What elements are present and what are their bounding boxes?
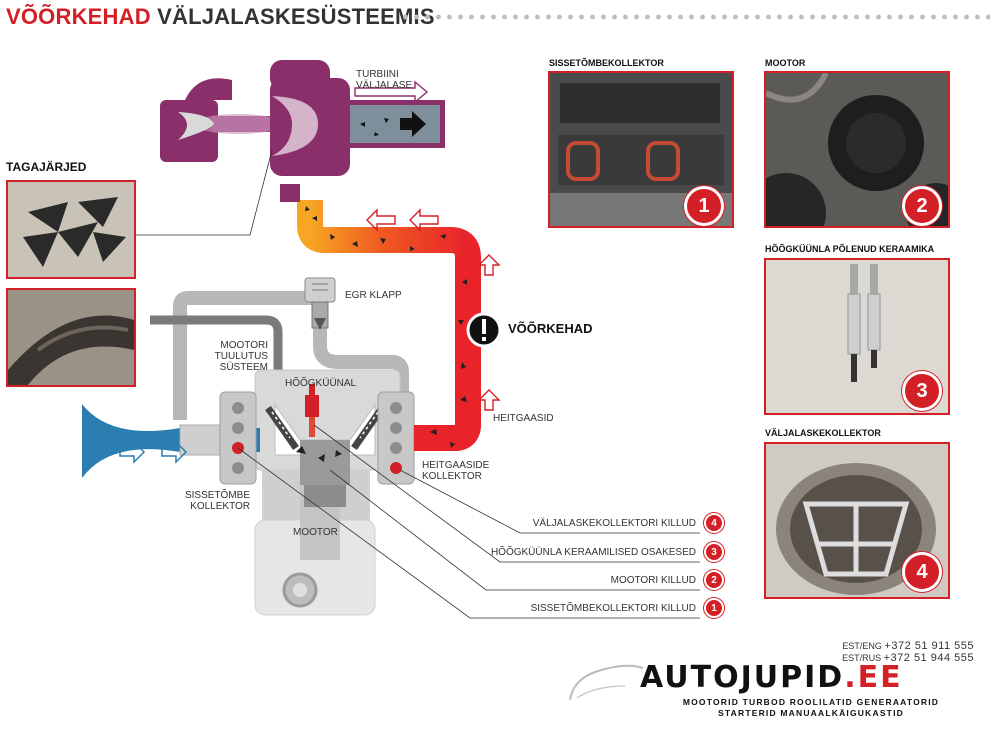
legend-label-1: SISSETÕMBEKOLLEKTORI KILLUD <box>530 603 696 614</box>
car-silhouette-icon <box>569 664 644 701</box>
egr-valve-label: EGR KLAPP <box>345 290 402 301</box>
legend-badge-2: 2 <box>704 570 724 590</box>
contact-eng: EST/ENG +372 51 911 555 <box>790 640 974 652</box>
contact-rus-label: EST/RUS <box>842 653 882 663</box>
photo-title-exhaust-manifold: VÄLJALASKEKOLLEKTOR <box>765 428 881 438</box>
turbine-outlet-label: TURBIINI VÄLJALASE <box>356 69 413 91</box>
legend-badge-3: 3 <box>704 542 724 562</box>
title-decoration <box>400 12 990 22</box>
egr-valve <box>304 277 336 330</box>
hot-exhaust-pipe <box>297 200 481 451</box>
turbine-wheel-damage-photo <box>6 180 136 279</box>
legend-label-4: VÄLJALASKEKOLLEKTORI KILLUD <box>532 518 696 529</box>
legend-badge-4: 4 <box>704 513 724 533</box>
photo-title-engine: MOOTOR <box>765 58 806 68</box>
debris-particles <box>305 206 467 448</box>
brand-logo: AUTOJUPID.EE <box>640 660 903 695</box>
title-highlight: VÕÕRKEHAD <box>6 4 151 29</box>
consequences-label: TAGAJÄRJED <box>6 160 87 174</box>
contact-block: EST/ENG +372 51 911 555 EST/RUS +372 51 … <box>790 640 974 664</box>
page-title: VÕÕRKEHAD VÄLJALASKESÜSTEEMIS <box>6 4 435 30</box>
engine-label: MOOTOR <box>293 527 338 538</box>
turbine-housing-damage-photo <box>6 288 136 387</box>
brand-tagline-1: MOOTORID TURBOD ROOLILATID GENERAATORID <box>682 697 940 707</box>
contact-rus-phone: +372 51 944 555 <box>883 652 974 664</box>
photo-badge-3: 3 <box>902 371 942 411</box>
legend-label-2: MOOTORI KILLUD <box>610 575 696 586</box>
warning-icon <box>466 312 502 348</box>
photo-title-glow-plug: HÕÕGKÜÜNLA PÕLENUD KERAAMIKA <box>765 244 935 254</box>
glow-plug-photo <box>764 258 950 415</box>
brand-tagline-2: STARTERID MANUAALKÄIGUKASTID <box>718 708 904 718</box>
contact-eng-label: EST/ENG <box>842 641 882 651</box>
intake-manifold-label: SISSETÕMBE KOLLEKTOR <box>184 490 250 512</box>
contact-eng-phone: +372 51 911 555 <box>884 640 974 652</box>
exhaust-system-diagram <box>82 60 700 619</box>
title-rest: VÄLJALASKESÜSTEEMIS <box>157 4 435 29</box>
breather-system-label: MOOTORI TUULUTUS SÜSTEEM <box>214 340 268 373</box>
breather-pipe <box>150 315 283 372</box>
outlet-arrow <box>354 80 429 104</box>
photo-badge-2: 2 <box>902 186 942 226</box>
exhaust-manifold <box>377 391 415 485</box>
foreign-objects-label: VÕÕRKEHAD <box>508 321 593 336</box>
photo-title-intake-manifold: SISSETÕMBEKOLLEKTOR <box>549 58 664 68</box>
contact-rus: EST/RUS +372 51 944 555 <box>790 652 974 664</box>
intake-manifold <box>219 391 257 485</box>
exhaust-gas-label: HEITGAASID <box>493 413 554 424</box>
photo-badge-1: 1 <box>684 186 724 226</box>
exhaust-manifold-label: HEITGAASIDE KOLLEKTOR <box>422 460 490 482</box>
glow-plug-label: HÕÕGKÜÜNAL <box>285 378 357 389</box>
legend-badge-1: 1 <box>704 598 724 618</box>
engine-damage-photo <box>764 71 950 228</box>
leader-lines <box>135 149 700 619</box>
turbocharger <box>160 60 445 202</box>
gray-pipes <box>173 291 409 420</box>
legend-label-3: HÕÕGKÜÜNLA KERAAMILISED OSAKESED <box>490 547 696 558</box>
logo-main: AUTOJUPID <box>640 660 845 695</box>
photo-badge-4: 4 <box>902 552 942 592</box>
logo-tld: .EE <box>844 660 903 695</box>
